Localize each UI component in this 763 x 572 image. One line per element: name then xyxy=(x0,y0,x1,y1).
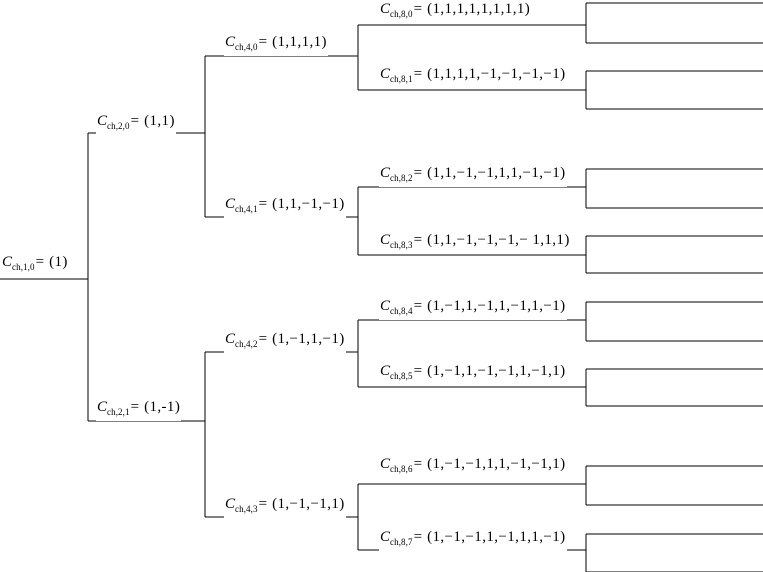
code-label-c-ch-2-0: Cch,2,0=(1,1) xyxy=(96,112,176,135)
code-value: (1,1,−1,−1,−1,− 1,1,1) xyxy=(427,232,570,248)
code-label-c-ch-8-1: Cch,8,1=(1,1,1,1,−1,−1,−1,−1) xyxy=(379,65,567,88)
code-label-c-ch-8-3: Cch,8,3=(1,1,−1,−1,−1,− 1,1,1) xyxy=(379,231,571,254)
equals-sign: = xyxy=(413,363,423,379)
code-subscript: ch,8,0 xyxy=(390,9,413,19)
code-label-c-ch-8-0: Cch,8,0=(1,1,1,1,1,1,1,1) xyxy=(379,0,532,23)
code-subscript: ch,1,0 xyxy=(12,262,35,272)
equals-sign: = xyxy=(258,34,268,50)
code-value: (1,−1,1,−1) xyxy=(272,331,345,347)
code-value: (1,1,1,1,−1,−1,−1,−1) xyxy=(427,66,566,82)
code-symbol: C xyxy=(97,399,108,415)
code-subscript: ch,4,2 xyxy=(235,339,258,349)
code-value: (1) xyxy=(49,254,68,270)
equals-sign: = xyxy=(258,196,268,212)
code-label-c-ch-8-7: Cch,8,7=(1,−1,−1,1,−1,1,1,−1) xyxy=(379,528,567,551)
equals-sign: = xyxy=(413,165,423,181)
code-label-c-ch-2-1: Cch,2,1=(1,-1) xyxy=(96,398,182,421)
code-value: (1,1,1,1) xyxy=(272,34,327,50)
equals-sign: = xyxy=(258,496,268,512)
code-symbol: C xyxy=(380,1,391,17)
equals-sign: = xyxy=(258,331,268,347)
code-symbol: C xyxy=(97,113,108,129)
code-subscript: ch,8,6 xyxy=(390,464,413,474)
code-subscript: ch,2,0 xyxy=(107,121,130,131)
code-subscript: ch,8,3 xyxy=(390,240,413,250)
code-label-c-ch-8-5: Cch,8,5=(1,−1,1,−1,−1,1,−1,1) xyxy=(379,362,567,385)
equals-sign: = xyxy=(413,66,423,82)
code-symbol: C xyxy=(225,331,236,347)
code-value: (1,−1,1,−1,−1,1,−1,1) xyxy=(427,363,566,379)
equals-sign: = xyxy=(413,456,423,472)
code-value: (1,1,−1,−1,1,1,−1,−1) xyxy=(427,165,566,181)
code-symbol: C xyxy=(380,298,391,314)
code-label-c-ch-4-2: Cch,4,2=(1,−1,1,−1) xyxy=(224,330,346,353)
code-subscript: ch,4,3 xyxy=(235,504,258,514)
equals-sign: = xyxy=(413,298,423,314)
equals-sign: = xyxy=(413,1,423,17)
code-subscript: ch,4,0 xyxy=(235,42,258,52)
code-subscript: ch,8,7 xyxy=(390,537,413,547)
code-symbol: C xyxy=(380,232,391,248)
code-symbol: C xyxy=(225,196,236,212)
code-value: (1,−1,−1,1,−1,1,1,−1) xyxy=(427,529,566,545)
code-subscript: ch,8,2 xyxy=(390,173,413,183)
code-symbol: C xyxy=(2,254,13,270)
code-value: (1,1,1,1,1,1,1,1) xyxy=(427,1,531,17)
equals-sign: = xyxy=(130,399,140,415)
code-label-c-ch-8-4: Cch,8,4=(1,−1,1,−1,1,−1,1,−1) xyxy=(379,297,567,320)
code-label-c-ch-4-0: Cch,4,0=(1,1,1,1) xyxy=(224,33,328,56)
code-symbol: C xyxy=(380,456,391,472)
equals-sign: = xyxy=(35,254,45,270)
code-subscript: ch,8,5 xyxy=(390,371,413,381)
code-subscript: ch,8,1 xyxy=(390,74,413,84)
code-value: (1,−1,−1,1) xyxy=(272,496,345,512)
code-label-c-ch-4-1: Cch,4,1=(1,1,−1,−1) xyxy=(224,195,346,218)
code-subscript: ch,8,4 xyxy=(390,306,413,316)
code-symbol: C xyxy=(380,165,391,181)
code-value: (1,−1,1,−1,1,−1,1,−1) xyxy=(427,298,566,314)
code-value: (1,-1) xyxy=(144,399,181,415)
code-label-c-ch-8-6: Cch,8,6=(1,−1,−1,1,1,−1,−1,1) xyxy=(379,455,567,478)
equals-sign: = xyxy=(130,113,140,129)
code-value: (1,1) xyxy=(144,113,175,129)
code-label-c-ch-4-3: Cch,4,3=(1,−1,−1,1) xyxy=(224,495,346,518)
code-symbol: C xyxy=(225,34,236,50)
equals-sign: = xyxy=(413,529,423,545)
equals-sign: = xyxy=(413,232,423,248)
code-symbol: C xyxy=(380,529,391,545)
code-subscript: ch,2,1 xyxy=(107,407,130,417)
code-label-c-ch-8-2: Cch,8,2=(1,1,−1,−1,1,1,−1,−1) xyxy=(379,164,567,187)
code-symbol: C xyxy=(225,496,236,512)
code-symbol: C xyxy=(380,66,391,82)
code-symbol: C xyxy=(380,363,391,379)
code-value: (1,1,−1,−1) xyxy=(272,196,345,212)
code-subscript: ch,4,1 xyxy=(235,204,258,214)
code-label-c-ch-1-0: Cch,1,0=(1) xyxy=(1,253,69,276)
code-value: (1,−1,−1,1,1,−1,−1,1) xyxy=(427,456,566,472)
